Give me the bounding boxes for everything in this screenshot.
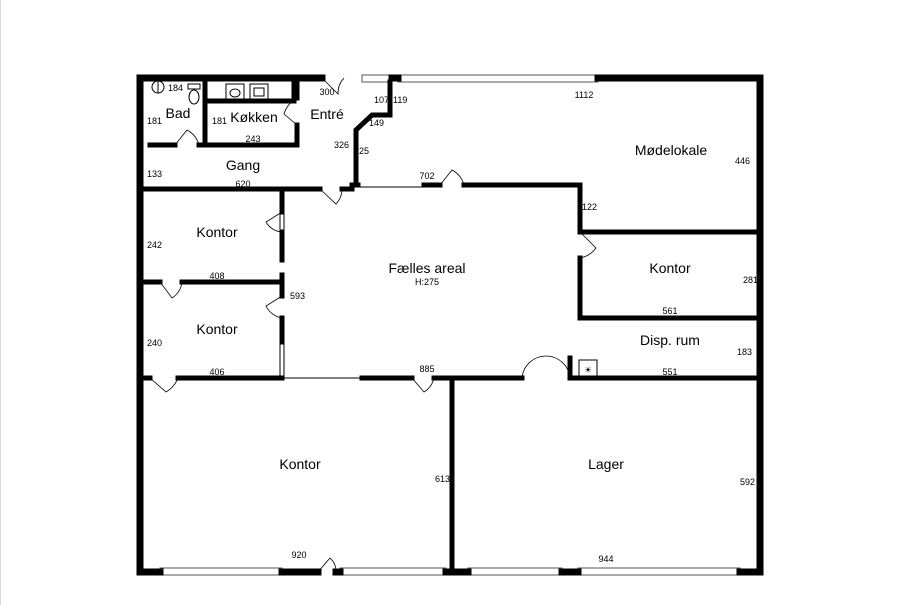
double-door [521,355,571,379]
room-label-faelles: Fælles areal [388,260,465,276]
dim-label: 225 [354,146,369,156]
dim-label: 406 [209,367,224,377]
window [159,567,283,576]
dim-label: 561 [662,306,677,316]
door [265,211,283,233]
dimension-labels: 184 181 181 243 300 107 119 149 326 225 … [147,83,758,564]
door [319,188,343,205]
room-label-kontor-1: Kontor [196,224,238,240]
door [321,77,345,96]
dim-label: 122 [582,202,597,212]
dim-label: 885 [419,364,434,374]
door [411,377,435,393]
room-label-gang: Gang [226,157,260,173]
dim-label: 133 [147,169,162,179]
dim-label: 551 [662,367,677,377]
dim-label: 613 [435,474,450,484]
door [439,169,465,186]
window [467,567,563,576]
room-label-kontor-big: Kontor [279,456,321,472]
dim-label: 181 [147,116,162,126]
fuse-box-icon: ☀ [578,359,598,379]
room-label-bad: Bad [166,105,191,121]
toilet-icon [187,83,201,105]
thin-lines [210,98,424,379]
dim-label: 920 [291,550,306,560]
dim-label: 326 [334,140,349,150]
door [149,377,179,393]
toilet-icon [151,80,165,94]
dim-label: 184 [168,83,183,93]
door [265,295,283,319]
door [174,129,200,146]
room-label-kontor-2: Kontor [196,321,238,337]
svg-text:☀: ☀ [584,365,592,375]
page-edge-line [0,0,1,605]
dim-label: 592 [740,477,755,487]
dim-label: 1112 [575,90,594,100]
interior-walls [140,77,760,575]
door [317,557,337,573]
sink-icon [225,83,245,101]
door [159,281,183,299]
dim-label: 702 [419,171,434,181]
outer-walls [136,74,764,576]
dim-label: 620 [235,179,250,189]
room-label-disp: Disp. rum [640,332,700,348]
doors [149,77,597,573]
dim-label: 240 [147,338,162,348]
room-label-entre: Entré [310,106,344,122]
fixtures: ☀ [151,80,598,379]
dim-label: 300 [319,87,334,97]
window [577,567,741,576]
room-label-kokken: Køkken [230,109,277,125]
dim-label: 181 [212,116,227,126]
dim-label: 242 [147,240,162,250]
dim-label: 243 [245,134,260,144]
room-labels: Bad Køkken Entré Mødelokale Gang Kontor … [166,105,708,472]
dim-label: 408 [209,271,224,281]
room-label-kontor-right: Kontor [649,260,691,276]
window [397,74,599,83]
dim-label: 183 [737,347,752,357]
door [283,97,298,126]
stove-icon [249,83,269,101]
window [339,567,447,576]
dim-label: 281 [743,275,758,285]
door [579,231,597,259]
room-label-lager: Lager [588,456,624,472]
room-height-faelles: H:275 [415,277,439,287]
dim-label: 944 [598,554,613,564]
dim-label: 149 [369,118,384,128]
dim-label: 593 [290,291,305,301]
dim-label: 107 [374,95,389,105]
dim-label: 446 [735,156,750,166]
room-label-modelokale: Mødelokale [635,142,708,158]
dim-label: 119 [393,95,407,105]
